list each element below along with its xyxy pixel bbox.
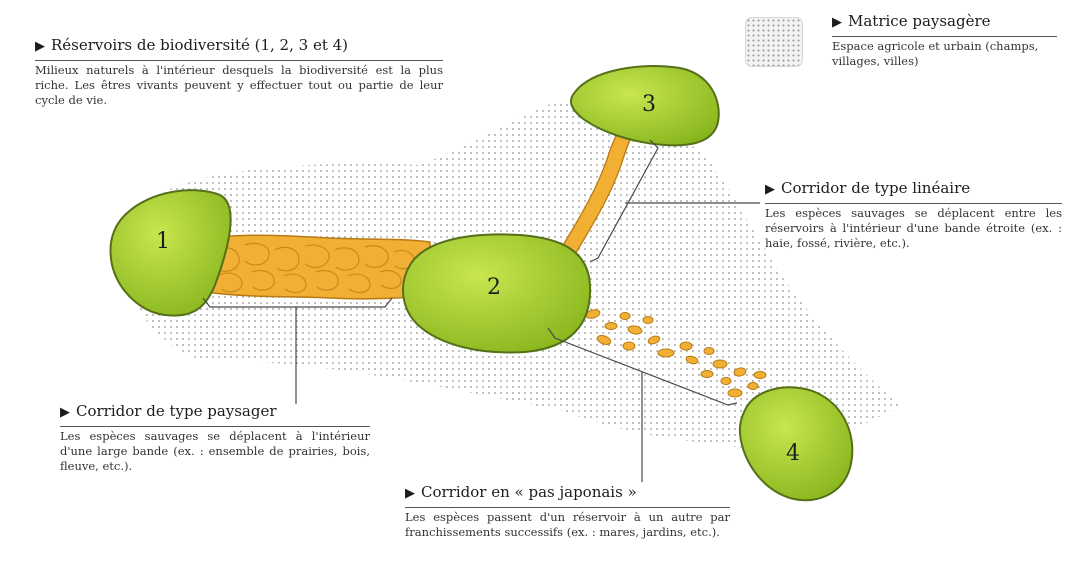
arrow-right-icon: ▶ [35, 40, 45, 55]
legend-corridor-paysager-desc: Les espèces sauvages se déplacent à l'in… [60, 426, 370, 474]
legend-corridor-paysager: ▶ Corridor de type paysager Les espèces s… [60, 403, 370, 474]
legend-matrice-desc: Espace agricole et urbain (champs, villa… [832, 36, 1057, 69]
reservoir-1-label: 1 [156, 229, 170, 254]
legend-reservoirs-desc: Milieux naturels à l'intérieur desquels … [35, 60, 443, 108]
legend-matrice-title: Matrice paysagère [848, 12, 991, 30]
landscape-matrix-swatch [745, 17, 803, 67]
legend-corridor-lineaire-title: Corridor de type linéaire [781, 179, 970, 197]
legend-corridor-japonais-desc: Les espèces passent d'un réservoir à un … [405, 507, 730, 540]
reservoir-4-label: 4 [786, 441, 800, 466]
legend-matrice: ▶ Matrice paysagère Espace agricole et ur… [832, 13, 1057, 69]
arrow-right-icon: ▶ [765, 183, 775, 198]
arrow-right-icon: ▶ [832, 16, 842, 31]
legend-reservoirs: ▶ Réservoirs de biodiversité (1, 2, 3 et … [35, 37, 443, 108]
arrow-right-icon: ▶ [405, 487, 415, 502]
legend-reservoirs-title: Réservoirs de biodiversité (1, 2, 3 et 4… [51, 36, 348, 54]
legend-corridor-lineaire: ▶ Corridor de type linéaire Les espèces s… [765, 180, 1062, 251]
landscape-corridor-band [200, 235, 430, 299]
reservoir-2-label: 2 [487, 275, 501, 300]
legend-corridor-paysager-title: Corridor de type paysager [76, 402, 277, 420]
legend-corridor-japonais-title: Corridor en « pas japonais » [421, 483, 637, 501]
legend-corridor-lineaire-desc: Les espèces sauvages se déplacent entre … [765, 203, 1062, 251]
reservoir-3-label: 3 [642, 92, 656, 117]
legend-corridor-japonais: ▶ Corridor en « pas japonais » Les espèce… [405, 484, 730, 540]
arrow-right-icon: ▶ [60, 406, 70, 421]
